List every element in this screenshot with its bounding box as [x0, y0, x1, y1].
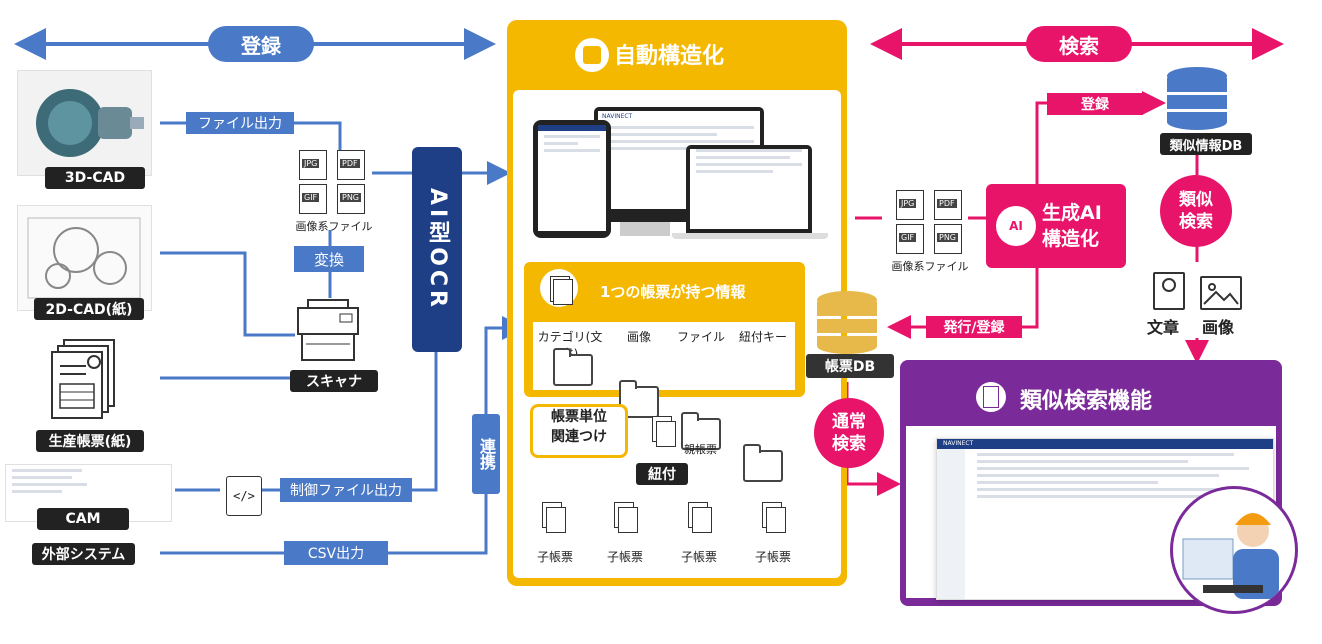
source-production-form: 生産帳票(紙): [36, 430, 144, 452]
tie-label: 紐付: [636, 463, 688, 485]
relation-callout: 帳票単位関連つけ: [530, 404, 628, 458]
form-db-label: 帳票DB: [806, 354, 894, 378]
3d-cad-image: [17, 70, 152, 176]
image-files-label: 画像系ファイル: [295, 220, 373, 233]
image-files-icons-right: JPG PDF GIF PNG: [890, 186, 970, 256]
image-files-icons: JPG PDF GIF PNG: [293, 146, 373, 216]
similar-info-db-icon: [1162, 66, 1232, 130]
csv-output-label: CSV出力: [284, 541, 388, 565]
folder-icon: [743, 444, 783, 482]
issue-register-label: 発行/登録: [926, 316, 1022, 338]
scanner-label: スキャナ: [290, 370, 378, 392]
child-form-label: 子帳票: [606, 550, 643, 564]
info-item-image: 画像: [626, 330, 651, 344]
child-doc-icon: [760, 500, 790, 536]
form-info-items: カテゴリ(文書) 画像 ファイル 紐付キー: [533, 322, 795, 482]
source-cam: CAM: [37, 508, 129, 530]
production-form-icon: [50, 336, 130, 422]
register-section-label: 登録: [208, 26, 314, 62]
laptop-base: [672, 233, 828, 239]
file-output-label: ファイル出力: [186, 112, 294, 134]
child-form-label: 子帳票: [680, 550, 717, 564]
worker-illustration: [1170, 486, 1298, 614]
child-doc-icon: [612, 500, 642, 536]
ai-ocr-label: AI型OCR: [412, 147, 462, 352]
image-icon: [1200, 276, 1242, 310]
ai-chip-icon: [575, 38, 609, 72]
child-doc-icon: [540, 500, 570, 536]
folder-icon: [553, 348, 593, 386]
similar-search-feature-title: 類似検索機能: [1020, 389, 1153, 414]
monitor-stand: [620, 222, 670, 236]
link-label: 連携: [472, 414, 500, 494]
register-label: 登録: [1047, 93, 1143, 115]
source-2d-cad: 2D-CAD(紙): [34, 298, 144, 320]
info-item-file: ファイル: [676, 330, 725, 344]
child-form-label: 子帳票: [754, 550, 791, 564]
scanner-icon: [294, 296, 366, 366]
normal-search-badge: 通常検索: [814, 398, 884, 468]
form-info-title: 1つの帳票が持つ情報: [600, 283, 746, 301]
control-file-output-label: 制御ファイル出力: [280, 478, 412, 502]
source-3d-cad: 3D-CAD: [45, 167, 145, 189]
laptop-mockup: [686, 145, 812, 233]
info-item-key: 紐付キー: [738, 330, 787, 344]
2d-cad-image: [17, 205, 152, 311]
source-external-system: 外部システム: [32, 543, 135, 565]
parent-form-label: 親帳票: [684, 443, 717, 456]
folder-icon: [681, 412, 721, 450]
convert-label: 変換: [294, 246, 364, 272]
document-icon: [1153, 272, 1185, 310]
folder-icon: [619, 380, 659, 418]
parent-doc-icon: [650, 414, 680, 454]
image-files-label-right: 画像系ファイル: [891, 260, 969, 273]
documents-icon: [540, 269, 578, 307]
search-section-label: 検索: [1026, 26, 1132, 62]
child-doc-icon: [686, 500, 716, 536]
document-label: 文章: [1147, 318, 1180, 337]
similar-search-badge: 類似検索: [1160, 175, 1232, 247]
image-label: 画像: [1202, 318, 1235, 337]
search-doc-icon: [976, 382, 1006, 412]
child-form-label: 子帳票: [536, 550, 573, 564]
ai-brain-icon: AI: [996, 206, 1036, 246]
code-file-icon: </>: [226, 476, 262, 516]
tablet-mockup: [533, 120, 611, 238]
form-db-icon: [812, 290, 882, 354]
auto-structuring-title: 自動構造化: [614, 44, 725, 69]
similar-info-db-label: 類似情報DB: [1160, 133, 1252, 155]
